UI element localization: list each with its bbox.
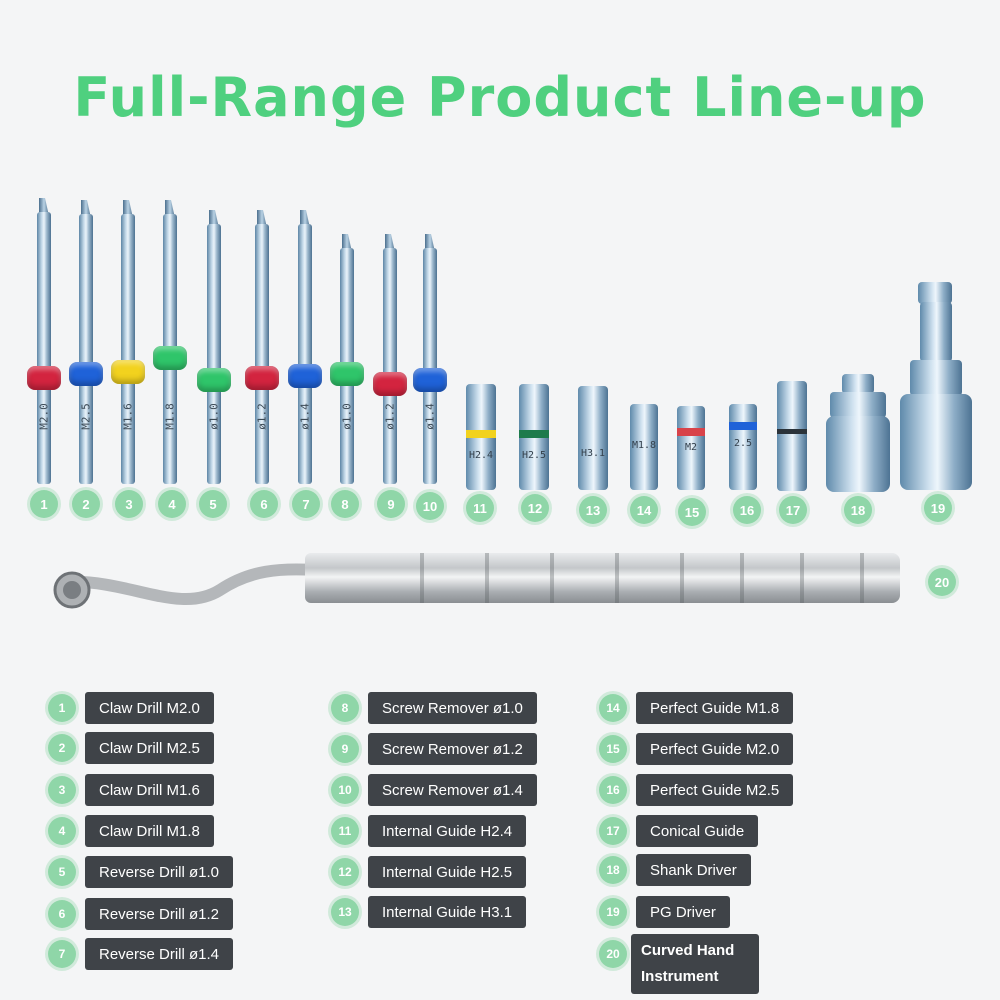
internal-guide-h2-5: H2.5 bbox=[519, 384, 549, 490]
internal-guide-h3-1: H3.1 bbox=[578, 386, 608, 490]
engraving: M2.5 bbox=[79, 403, 93, 430]
legend-label: Screw Remover ø1.0 bbox=[368, 692, 537, 724]
legend-label: Screw Remover ø1.4 bbox=[368, 774, 537, 806]
legend-number: 11 bbox=[331, 817, 359, 845]
internal-guide-h2-4: H2.4 bbox=[466, 384, 496, 490]
engraving: H2.5 bbox=[521, 450, 547, 461]
legend-label: Perfect Guide M2.5 bbox=[636, 774, 794, 806]
legend-number: 1 bbox=[48, 694, 76, 722]
engraving: ø1.2 bbox=[383, 403, 397, 430]
engraving: 2.5 bbox=[733, 438, 753, 449]
engraving: ø1.4 bbox=[423, 403, 437, 430]
engraving: M1.8 bbox=[631, 440, 657, 451]
number-badge: 18 bbox=[844, 496, 872, 524]
number-badge: 7 bbox=[292, 490, 320, 518]
number-badge: 19 bbox=[924, 494, 952, 522]
legend-label: Internal Guide H3.1 bbox=[368, 896, 527, 928]
legend-number: 19 bbox=[599, 898, 627, 926]
reverse-drill-1-0: ø1.0 bbox=[196, 210, 232, 488]
screw-remover-1-0: ø1.0 bbox=[329, 234, 365, 488]
number-badge: 2 bbox=[72, 490, 100, 518]
number-badge: 3 bbox=[115, 490, 143, 518]
engraving: H2.4 bbox=[468, 450, 494, 461]
legend-number: 14 bbox=[599, 694, 627, 722]
number-badge: 14 bbox=[630, 496, 658, 524]
legend-number: 6 bbox=[48, 900, 76, 928]
legend-number: 12 bbox=[331, 858, 359, 886]
number-badge: 4 bbox=[158, 490, 186, 518]
pg-driver bbox=[900, 282, 972, 490]
product-image: M2.0 M2.5 M1.6 M1.8 ø1.0 ø1.2 ø1.4 bbox=[26, 198, 972, 609]
engraving: M2.0 bbox=[37, 403, 51, 430]
legend-label: Curved Hand Instrument bbox=[631, 934, 759, 994]
legend-label: Shank Driver bbox=[636, 854, 751, 886]
legend-number: 15 bbox=[599, 735, 627, 763]
legend-label: Perfect Guide M2.0 bbox=[636, 733, 794, 765]
legend-label: PG Driver bbox=[636, 896, 730, 928]
number-badge: 12 bbox=[521, 494, 549, 522]
claw-drill-m1-8: M1.8 bbox=[152, 200, 188, 488]
number-badge: 10 bbox=[416, 492, 444, 520]
engraving: M1.6 bbox=[121, 403, 135, 430]
shank-driver bbox=[826, 374, 890, 492]
legend-number: 5 bbox=[48, 858, 76, 886]
perfect-guide-m2-5: 2.5 bbox=[729, 404, 757, 490]
legend-number: 8 bbox=[331, 694, 359, 722]
screw-remover-1-4: ø1.4 bbox=[412, 234, 448, 488]
screw-remover-1-2: ø1.2 bbox=[372, 234, 408, 488]
legend-label: Claw Drill M1.6 bbox=[85, 774, 214, 806]
number-badge: 17 bbox=[779, 496, 807, 524]
engraving: ø1.0 bbox=[207, 403, 221, 430]
number-badge: 11 bbox=[466, 494, 494, 522]
reverse-drill-1-2: ø1.2 bbox=[244, 210, 280, 488]
legend-label: Conical Guide bbox=[636, 815, 759, 847]
legend-label: Screw Remover ø1.2 bbox=[368, 733, 537, 765]
legend-label: Internal Guide H2.4 bbox=[368, 815, 527, 847]
legend-label: Claw Drill M2.5 bbox=[85, 732, 214, 764]
engraving: ø1.0 bbox=[340, 403, 354, 430]
perfect-guide-m2-0: M2 bbox=[677, 406, 705, 490]
legend-label: Reverse Drill ø1.0 bbox=[85, 856, 234, 888]
legend-number: 4 bbox=[48, 817, 76, 845]
number-badge: 6 bbox=[250, 490, 278, 518]
perfect-guide-m1-8: M1.8 bbox=[630, 404, 658, 490]
legend-number: 16 bbox=[599, 776, 627, 804]
conical-guide bbox=[777, 381, 807, 491]
legend-number: 3 bbox=[48, 776, 76, 804]
number-badge: 1 bbox=[30, 490, 58, 518]
legend-label: Reverse Drill ø1.2 bbox=[85, 898, 234, 930]
claw-drill-m2-5: M2.5 bbox=[68, 200, 104, 488]
legend-label: Internal Guide H2.5 bbox=[368, 856, 527, 888]
engraving: M1.8 bbox=[163, 403, 177, 430]
legend-number: 9 bbox=[331, 735, 359, 763]
claw-drill-m1-6: M1.6 bbox=[110, 200, 146, 488]
legend-number: 18 bbox=[599, 856, 627, 884]
number-badge: 16 bbox=[733, 496, 761, 524]
reverse-drill-1-4: ø1.4 bbox=[287, 210, 323, 488]
legend-number: 17 bbox=[599, 817, 627, 845]
legend-number: 7 bbox=[48, 940, 76, 968]
legend-number: 20 bbox=[599, 940, 627, 968]
engraving: M2 bbox=[684, 442, 698, 453]
engraving: H3.1 bbox=[580, 448, 606, 459]
legend-label: Reverse Drill ø1.4 bbox=[85, 938, 234, 970]
legend-number: 13 bbox=[331, 898, 359, 926]
engraving: ø1.2 bbox=[255, 403, 269, 430]
legend-label: Perfect Guide M1.8 bbox=[636, 692, 794, 724]
number-badge: 8 bbox=[331, 490, 359, 518]
number-badge: 5 bbox=[199, 490, 227, 518]
legend-number: 2 bbox=[48, 734, 76, 762]
page-title: Full-Range Product Line-up bbox=[73, 66, 927, 129]
legend-number: 10 bbox=[331, 776, 359, 804]
number-badge: 9 bbox=[377, 490, 405, 518]
claw-drill-m2-0: M2.0 bbox=[26, 198, 62, 488]
engraving: ø1.4 bbox=[298, 403, 312, 430]
number-badge: 20 bbox=[928, 568, 956, 596]
legend-label: Claw Drill M1.8 bbox=[85, 815, 214, 847]
number-badge: 13 bbox=[579, 496, 607, 524]
legend-label: Claw Drill M2.0 bbox=[85, 692, 214, 724]
number-badge: 15 bbox=[678, 498, 706, 526]
